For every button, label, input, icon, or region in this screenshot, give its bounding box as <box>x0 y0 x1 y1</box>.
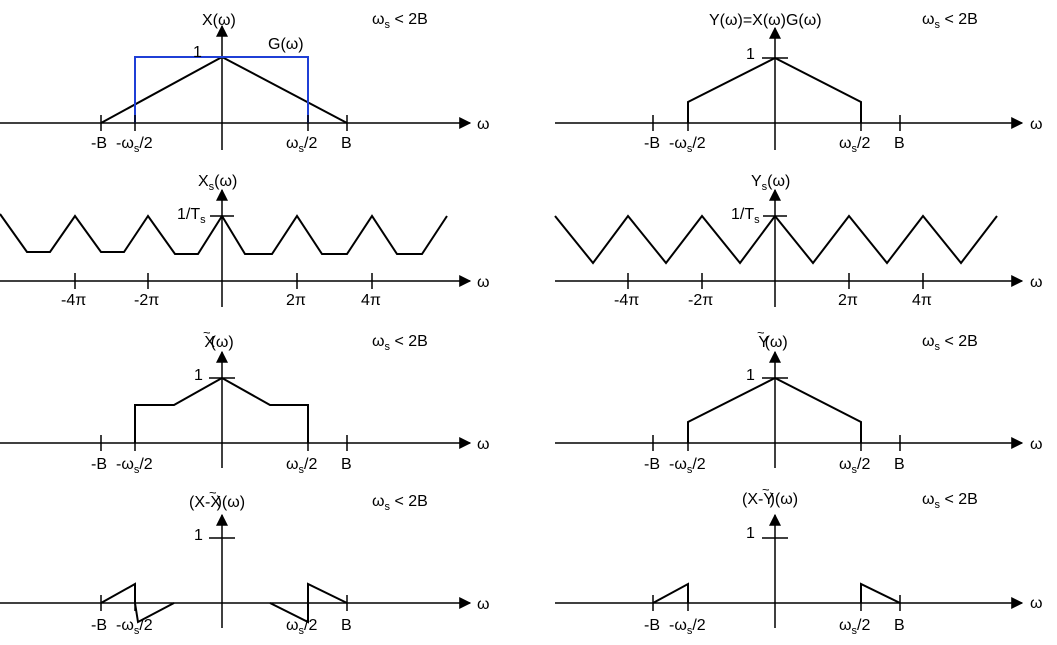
peak-label: 1 <box>194 367 203 384</box>
panel-title: Y(ω)=X(ω)G(ω) <box>709 12 822 29</box>
omega-label: ω <box>1030 116 1043 133</box>
lowpass-filter-g <box>134 56 309 123</box>
tick-label-2pi: 2π <box>838 292 858 309</box>
omega-label: ω <box>477 274 490 291</box>
tick-label-neg-4pi: -4π <box>614 292 639 309</box>
error-left <box>652 582 689 604</box>
error-right <box>860 582 901 604</box>
tick-label-neg-b: -B <box>91 456 107 473</box>
tick-label-4pi: 4π <box>912 292 932 309</box>
tick-label-ws-half: ωs/2 <box>839 617 870 637</box>
omega-label: ω <box>1030 436 1043 453</box>
error-left-lower <box>134 602 175 624</box>
peak-label: 1 <box>746 525 755 542</box>
omega-label: ω <box>1030 595 1043 612</box>
tick-label-ws-half: ωs/2 <box>839 456 870 476</box>
omega-label: ω <box>477 596 490 613</box>
panel-title: X~(ω) <box>203 325 234 351</box>
peak-label: 1/Ts <box>177 206 206 226</box>
tick-label-ws-half: ωs/2 <box>839 135 870 155</box>
periodic-spectrum <box>554 214 998 265</box>
triangle-spectrum <box>100 55 348 124</box>
tick-label-neg-b: -B <box>91 617 107 634</box>
tick-label-b: B <box>341 617 352 634</box>
panel-x-spectrum: X(ω) 1 G(ω) ωs < 2B ω -B -ωs/2 ωs/2 B <box>0 11 490 155</box>
error-right-upper <box>307 582 348 604</box>
tick-label-neg-ws-half: -ωs/2 <box>669 617 706 637</box>
tick-label-neg-4pi: -4π <box>61 292 86 309</box>
tick-label-ws-half: ωs/2 <box>286 135 317 155</box>
tick-label-neg-b: -B <box>644 617 660 634</box>
panel-y-spectrum: Y(ω)=X(ω)G(ω) 1 ωs < 2B ω -B -ωs/2 ωs/2 … <box>555 11 1043 155</box>
tick-label-b: B <box>894 456 905 473</box>
sampling-condition: ωs < 2B <box>922 491 978 511</box>
error-left-upper <box>100 582 136 604</box>
aliased-periodic-spectrum <box>0 213 448 255</box>
panel-title: (X-Y~)(ω) <box>742 482 798 508</box>
peak-label: 1 <box>194 527 203 544</box>
peak-label: 1 <box>746 46 755 63</box>
omega-label: ω <box>1030 274 1043 291</box>
sampling-condition: ωs < 2B <box>372 493 428 513</box>
tick-label-neg-ws-half: -ωs/2 <box>116 456 153 476</box>
panel-y-tilde-spectrum: Y~(ω) 1 ωs < 2B ω -B -ωs/2 ωs/2 B <box>555 325 1043 476</box>
panel-title: Xs(ω) <box>198 173 237 193</box>
panel-title: (X-X~)(ω) <box>189 485 245 511</box>
tick-label-neg-b: -B <box>644 135 660 152</box>
panel-ys-spectrum: Ys(ω) 1/Ts ω -4π -2π 2π 4π <box>554 173 1043 309</box>
tick-label-ws-half: ωs/2 <box>286 617 317 637</box>
tick-label-b: B <box>341 135 352 152</box>
tick-label-4pi: 4π <box>361 292 381 309</box>
tick-label-neg-ws-half: -ωs/2 <box>116 617 153 637</box>
sampling-condition: ωs < 2B <box>372 11 428 31</box>
tick-label-neg-ws-half: -ωs/2 <box>116 135 153 155</box>
tick-label-neg-ws-half: -ωs/2 <box>669 135 706 155</box>
peak-label: 1/Ts <box>731 206 760 226</box>
panel-xs-spectrum: Xs(ω) 1/Ts ω -4π -2π 2π 4π <box>0 173 490 309</box>
peak-label: 1 <box>746 367 755 384</box>
filter-label: G(ω) <box>268 36 304 53</box>
omega-label: ω <box>477 116 490 133</box>
tick-label-neg-2pi: -2π <box>134 292 159 309</box>
panel-error-x-spectrum: (X-X~)(ω) 1 ωs < 2B ω -B -ωs/2 ωs/2 B <box>0 485 490 637</box>
panel-title: Y~(ω) <box>757 325 788 351</box>
panel-title: Ys(ω) <box>751 173 790 193</box>
panel-title: X(ω) <box>202 12 236 29</box>
tick-label-ws-half: ωs/2 <box>286 456 317 476</box>
sampling-condition: ωs < 2B <box>372 333 428 353</box>
sampling-condition: ωs < 2B <box>922 11 978 31</box>
tick-label-neg-b: -B <box>91 135 107 152</box>
panel-error-y-spectrum: (X-Y~)(ω) 1 ωs < 2B ω -B -ωs/2 ωs/2 B <box>555 482 1043 637</box>
tick-label-neg-2pi: -2π <box>688 292 713 309</box>
peak-label: 1 <box>193 44 202 61</box>
panel-x-tilde-spectrum: X~(ω) 1 ωs < 2B ω -B -ωs/2 ωs/2 B <box>0 325 490 476</box>
tick-label-b: B <box>894 135 905 152</box>
tick-label-b: B <box>894 617 905 634</box>
omega-label: ω <box>477 436 490 453</box>
tick-label-neg-ws-half: -ωs/2 <box>669 456 706 476</box>
tick-label-b: B <box>341 456 352 473</box>
tick-label-2pi: 2π <box>286 292 306 309</box>
tick-label-neg-b: -B <box>644 456 660 473</box>
sampling-condition: ωs < 2B <box>922 333 978 353</box>
